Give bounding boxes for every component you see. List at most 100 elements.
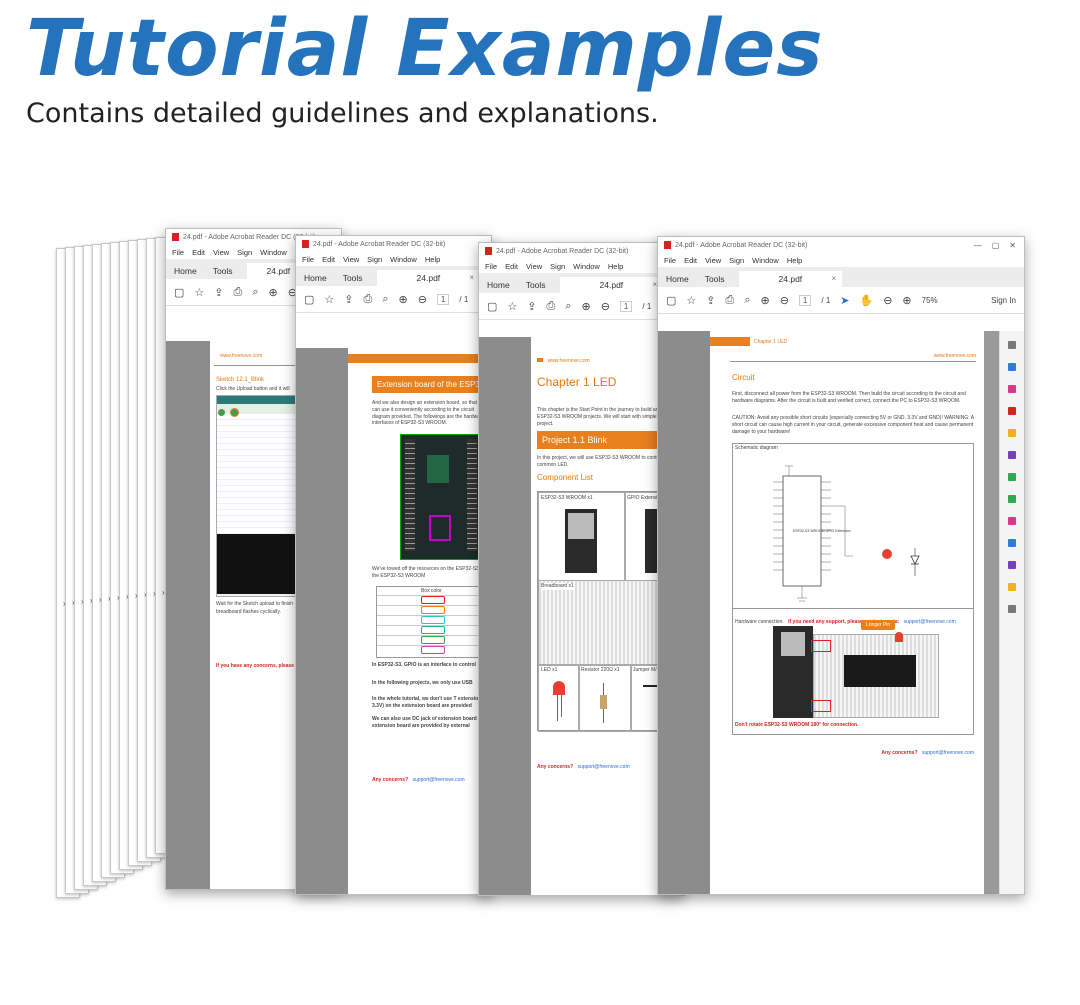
menu-edit[interactable]: Edit xyxy=(192,247,206,257)
page-down-icon[interactable]: ⊖ xyxy=(287,286,297,299)
page-up-icon[interactable]: ⊕ xyxy=(581,300,591,313)
print-icon[interactable]: ⎙ xyxy=(725,293,735,306)
tab-home[interactable]: Home xyxy=(487,280,510,290)
upload-icon[interactable]: ⇪ xyxy=(344,293,354,306)
page-down-icon[interactable]: ⊖ xyxy=(600,300,610,313)
zoom-icon[interactable]: ⌕ xyxy=(252,285,259,298)
star-icon[interactable]: ☆ xyxy=(507,300,518,313)
menu-help[interactable]: Help xyxy=(607,261,624,271)
send-sign-icon[interactable] xyxy=(1008,561,1016,569)
more-tools-icon[interactable] xyxy=(1008,583,1016,591)
menu-window[interactable]: Window xyxy=(752,255,779,265)
menu-sign[interactable]: Sign xyxy=(550,261,566,271)
menu-edit[interactable]: Edit xyxy=(684,255,698,265)
star-icon[interactable]: ☆ xyxy=(194,286,205,299)
menu-edit[interactable]: Edit xyxy=(505,261,519,271)
tab-document[interactable]: 24.pdf xyxy=(246,263,311,279)
zoom-icon[interactable]: ⌕ xyxy=(382,292,389,305)
home-icon[interactable]: ▢ xyxy=(304,293,315,306)
sign-in-button[interactable]: Sign In xyxy=(991,295,1016,305)
star-icon[interactable]: ☆ xyxy=(324,293,335,306)
menu-help[interactable]: Help xyxy=(424,254,441,264)
menu-sign[interactable]: Sign xyxy=(237,247,253,257)
upload-icon[interactable]: ⇪ xyxy=(214,286,224,299)
tab-home[interactable]: Home xyxy=(666,274,689,284)
print-icon[interactable]: ⎙ xyxy=(363,292,373,305)
print-icon[interactable]: ⎙ xyxy=(546,299,556,312)
menu-window[interactable]: Window xyxy=(390,254,417,264)
protect-icon[interactable] xyxy=(1008,539,1016,547)
close-tab-icon[interactable]: × xyxy=(469,273,475,282)
tab-tools[interactable]: Tools xyxy=(525,280,546,290)
close-tab-icon[interactable]: × xyxy=(831,274,837,283)
zoom-icon[interactable]: ⌕ xyxy=(744,293,751,306)
page-down-icon[interactable]: ⊖ xyxy=(417,293,427,306)
star-icon[interactable]: ☆ xyxy=(686,294,697,307)
home-icon[interactable]: ▢ xyxy=(666,294,677,307)
upload-icon[interactable]: ⇪ xyxy=(706,294,716,307)
fill-sign-icon[interactable] xyxy=(1008,517,1016,525)
maximize-icon[interactable]: ▢ xyxy=(991,240,1000,250)
page-up-icon[interactable]: ⊕ xyxy=(398,293,408,306)
combine-icon[interactable] xyxy=(1008,451,1016,459)
tab-document[interactable]: 24.pdf× xyxy=(738,271,843,287)
tab-tools[interactable]: Tools xyxy=(342,273,363,283)
page-up-icon[interactable]: ⊕ xyxy=(760,294,770,307)
support-email-link[interactable]: support@freenove.com xyxy=(577,764,630,770)
menu-window[interactable]: Window xyxy=(260,247,287,257)
tab-home[interactable]: Home xyxy=(174,266,197,276)
zoom-icon[interactable]: ⌕ xyxy=(565,299,572,312)
menu-view[interactable]: View xyxy=(705,255,722,265)
zoom-level[interactable]: 75% xyxy=(921,295,938,305)
document-area[interactable]: Freenove Extension board of the ESP32-S3… xyxy=(296,348,491,894)
customize-icon[interactable] xyxy=(1008,605,1016,613)
menu-file[interactable]: File xyxy=(172,247,185,257)
page-number-input[interactable]: 1 xyxy=(798,294,812,306)
scan-icon[interactable] xyxy=(1008,495,1016,503)
tab-home[interactable]: Home xyxy=(304,273,327,283)
tab-document[interactable]: 24.pdf× xyxy=(376,270,481,286)
select-icon[interactable]: ➤ xyxy=(840,294,850,307)
export-pdf-icon[interactable] xyxy=(1008,363,1016,371)
print-icon[interactable]: ⎙ xyxy=(233,285,243,298)
menu-file[interactable]: File xyxy=(664,255,677,265)
page-up-icon[interactable]: ⊕ xyxy=(268,286,278,299)
menu-file[interactable]: File xyxy=(485,261,498,271)
page-number-input[interactable]: 1 xyxy=(619,300,633,312)
organize-icon[interactable] xyxy=(1008,473,1016,481)
menu-file[interactable]: File xyxy=(302,254,315,264)
zoom-in-icon[interactable]: ⊕ xyxy=(902,294,912,307)
menu-view[interactable]: View xyxy=(213,247,230,257)
support-email-link[interactable]: support@freenove.com xyxy=(412,777,465,783)
tab-tools[interactable]: Tools xyxy=(704,274,725,284)
hand-icon[interactable]: ✋ xyxy=(859,294,874,307)
menu-sign[interactable]: Sign xyxy=(367,254,383,264)
tab-document[interactable]: 24.pdf× xyxy=(559,277,664,293)
menu-sign[interactable]: Sign xyxy=(729,255,745,265)
menu-window[interactable]: Window xyxy=(573,261,600,271)
upload-icon[interactable]: ⇪ xyxy=(527,300,537,313)
document-area[interactable]: 42 Chapter 1 LED www.freenove.com Circui… xyxy=(658,331,1024,894)
menu-view[interactable]: View xyxy=(343,254,360,264)
tab-tools[interactable]: Tools xyxy=(212,266,233,276)
create-pdf-icon[interactable] xyxy=(1008,385,1016,393)
document-area[interactable]: www.freenove.com Chapter 1 LED This chap… xyxy=(479,337,684,895)
zoom-out-icon[interactable]: ⊖ xyxy=(883,294,893,307)
zoom-tool-icon[interactable] xyxy=(1008,341,1016,349)
close-tab-icon[interactable]: × xyxy=(652,280,658,289)
hardware-support-link[interactable]: support@freenove.com xyxy=(903,619,956,625)
page-total: / 1 xyxy=(459,294,469,304)
home-icon[interactable]: ▢ xyxy=(487,300,498,313)
support-email-link[interactable]: support@freenove.com xyxy=(921,750,974,756)
home-icon[interactable]: ▢ xyxy=(174,286,185,299)
minimize-icon[interactable]: — xyxy=(973,240,982,250)
edit-pdf-icon[interactable] xyxy=(1008,407,1016,415)
page-number-input[interactable]: 1 xyxy=(436,293,450,305)
menu-edit[interactable]: Edit xyxy=(322,254,336,264)
comment-icon[interactable] xyxy=(1008,429,1016,437)
vertical-scrollbar[interactable] xyxy=(984,331,1000,894)
menu-view[interactable]: View xyxy=(526,261,543,271)
page-down-icon[interactable]: ⊖ xyxy=(779,294,789,307)
close-icon[interactable]: ✕ xyxy=(1009,240,1016,250)
menu-help[interactable]: Help xyxy=(786,255,803,265)
